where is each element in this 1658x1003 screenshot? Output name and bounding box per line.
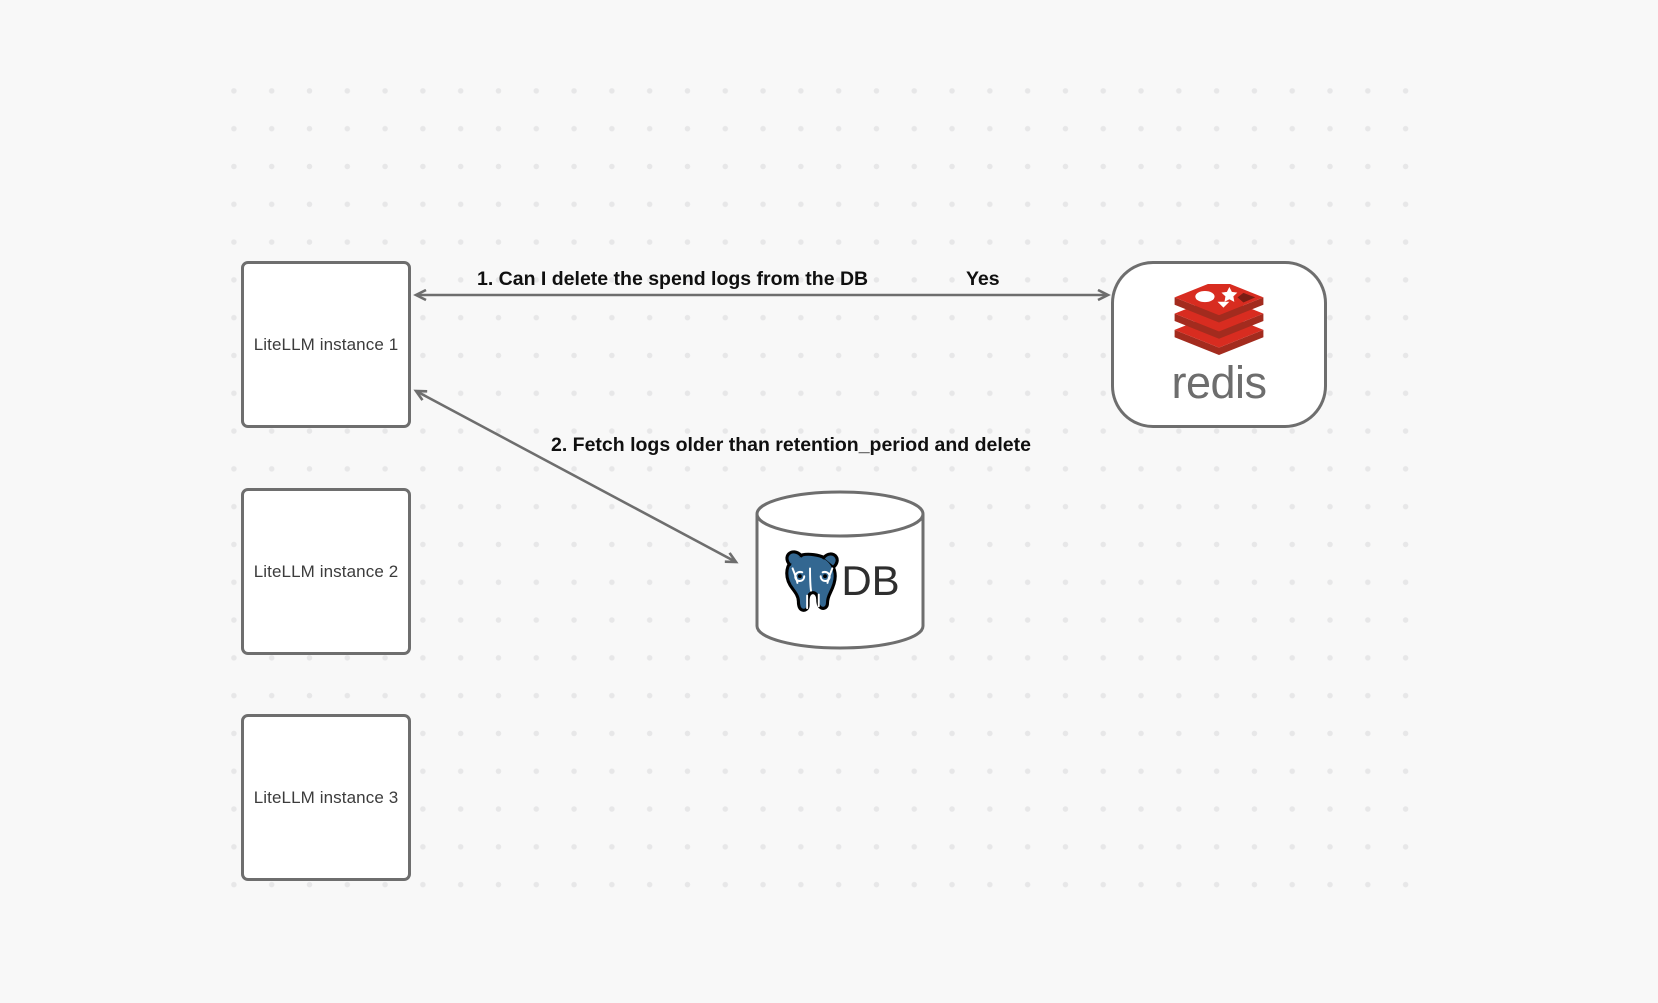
postgresql-elephant-icon [785, 550, 840, 612]
edge-label-yes: Yes [966, 268, 1000, 290]
cylinder-shape-icon [755, 490, 925, 650]
database-label: DB [841, 557, 900, 604]
edge-litellm1-db [416, 391, 736, 562]
edge-label-step-1: 1. Can I delete the spend logs from the … [477, 268, 869, 290]
node-label: LiteLLM instance 2 [253, 561, 399, 581]
node-litellm-instance-3[interactable]: LiteLLM instance 3 [241, 714, 411, 881]
node-redis[interactable]: redis [1111, 261, 1327, 428]
node-litellm-instance-1[interactable]: LiteLLM instance 1 [241, 261, 411, 428]
node-database[interactable]: DB [754, 489, 926, 651]
edge-label-step-2: 2. Fetch logs older than retention_perio… [551, 434, 1031, 456]
redis-logo-icon [1174, 284, 1264, 356]
redis-wordmark-text: redis [1171, 357, 1267, 408]
node-label: LiteLLM instance 3 [253, 787, 399, 807]
node-label: LiteLLM instance 1 [253, 334, 399, 354]
node-litellm-instance-2[interactable]: LiteLLM instance 2 [241, 488, 411, 655]
database-logo-group: DB [754, 533, 926, 629]
